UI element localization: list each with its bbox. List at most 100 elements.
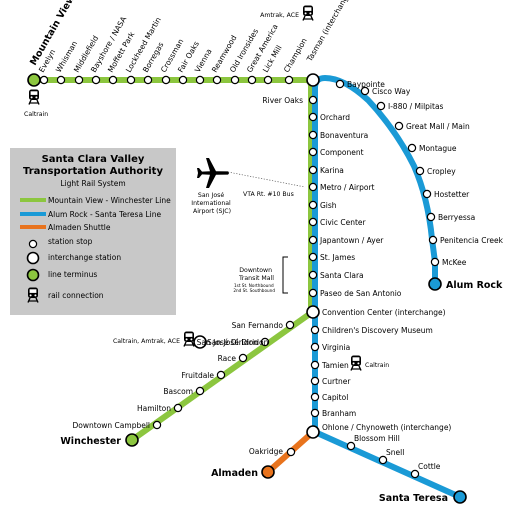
- station-stop: [195, 75, 205, 85]
- station-stop: [152, 420, 162, 430]
- interchange-label: Convention Center (interchange): [322, 308, 446, 317]
- interchange-station: [193, 335, 207, 349]
- station-label: Great Mall / Main: [406, 122, 470, 131]
- station-label: Penitencia Creek: [440, 236, 504, 245]
- station-label: Berryessa: [438, 213, 475, 222]
- rail-connection-label: Amtrak, ACE: [260, 12, 299, 19]
- station-label: Component: [320, 148, 364, 157]
- station-stop: [39, 75, 49, 85]
- line-terminus: [27, 73, 41, 87]
- rail-connection-label: Caltrain: [24, 111, 48, 118]
- station-label: Bascom: [163, 387, 193, 396]
- legend-item-station-stop: station stop: [18, 235, 92, 249]
- station-stop: [308, 147, 318, 157]
- station-stop: [308, 165, 318, 175]
- legend-item-terminus: line terminus: [18, 267, 97, 282]
- station-label: Baypointe: [347, 80, 385, 89]
- station-stop: [308, 130, 318, 140]
- station-label: Karina: [320, 166, 344, 175]
- line-terminus: [428, 277, 442, 291]
- station-label: Tamien: [321, 361, 349, 370]
- station-label: Blossom Hill: [354, 434, 400, 443]
- airport-icon: [197, 158, 229, 188]
- legend-item-almaden-shuttle: Almaden Shuttle: [18, 221, 110, 233]
- interchange-station: [306, 73, 320, 87]
- station-stop: [308, 270, 318, 280]
- legend-subtitle: Light Rail System: [60, 179, 126, 188]
- station-stop: [426, 212, 436, 222]
- station-label: Bonaventura: [320, 131, 368, 140]
- train-icon: [350, 355, 362, 371]
- station-stop: [308, 112, 318, 122]
- station-stop: [143, 75, 153, 85]
- train-icon: [28, 89, 40, 105]
- legend-item-interchange: interchange station: [18, 250, 121, 265]
- terminus-symbol: [26, 268, 40, 282]
- station-label: Orchard: [320, 113, 350, 122]
- station-label: Branham: [322, 409, 356, 418]
- station-stop: [310, 408, 320, 418]
- station-label: Virginia: [322, 343, 350, 352]
- station-label: Cisco Way: [372, 87, 411, 96]
- station-stop: [286, 447, 296, 457]
- train-icon: [27, 287, 39, 303]
- station-stop: [108, 75, 118, 85]
- station-stop: [74, 75, 84, 85]
- station-stop: [284, 75, 294, 85]
- line-swatch: [20, 212, 46, 216]
- station-stop: [195, 386, 205, 396]
- airport-label: San José International Airport (SJC): [191, 191, 232, 215]
- transit-mall-label: Downtown Transit Mall: [238, 267, 274, 282]
- station-stop: [422, 189, 432, 199]
- interchange-station: [306, 425, 320, 439]
- station-stop: [378, 455, 388, 465]
- station-stop: [310, 392, 320, 402]
- station-stop: [308, 217, 318, 227]
- station-stop: [263, 75, 273, 85]
- station-label: Cottle: [418, 462, 441, 471]
- station-label: San José Diridon: [197, 338, 259, 347]
- interchange-label: San José Diridon: [207, 338, 269, 347]
- station-stop: [238, 353, 248, 363]
- station-label: Metro / Airport: [320, 183, 375, 192]
- station-stop: [178, 75, 188, 85]
- station-label: River Oaks: [262, 96, 303, 105]
- station-stop: [310, 360, 320, 370]
- station-stop: [212, 75, 222, 85]
- legend-item-mountain-view-winchester: Mountain View - Winchester Line: [18, 194, 171, 206]
- station-stop: [308, 200, 318, 210]
- station-label: Children's Discovery Museum: [322, 326, 433, 335]
- station-stop: [285, 320, 295, 330]
- station-stop: [173, 403, 183, 413]
- station-stop: [126, 75, 136, 85]
- station-stop: [335, 79, 345, 89]
- station-stop: [91, 75, 101, 85]
- station-label: Hamilton: [137, 404, 171, 413]
- station-label: Curtner: [322, 377, 351, 386]
- airport-bus-connector: [227, 171, 306, 188]
- station-label: Hostetter: [434, 190, 470, 199]
- terminus-label: Almaden: [211, 468, 258, 479]
- station-stop: [407, 143, 417, 153]
- station-label: Santa Clara: [320, 271, 364, 280]
- station-stop: [308, 252, 318, 262]
- train-icon: [302, 5, 314, 21]
- station-label: I-880 / Milpitas: [388, 102, 444, 111]
- line-swatch: [20, 198, 46, 202]
- station-stop: [310, 376, 320, 386]
- station-stop: [308, 182, 318, 192]
- station-stop: [310, 342, 320, 352]
- station-label: Japantown / Ayer: [319, 236, 384, 245]
- line-terminus: [453, 490, 467, 504]
- transit-mall-bracket: [282, 256, 288, 294]
- station-stop: [376, 101, 386, 111]
- legend-title: Santa Clara Valley Transportation Author…: [23, 154, 163, 177]
- interchange-label: Ohlone / Chynoweth (interchange): [322, 423, 451, 432]
- station-stop: [308, 288, 318, 298]
- transit-mall-notes: 1st St. Northbound 2nd St. Southbound: [233, 283, 275, 293]
- legend-item-alum-rock-santa-teresa: Alum Rock - Santa Teresa Line: [18, 208, 161, 220]
- terminus-label: Alum Rock: [446, 280, 503, 291]
- station-label: Montague: [419, 144, 457, 153]
- station-label: Capitol: [322, 393, 348, 402]
